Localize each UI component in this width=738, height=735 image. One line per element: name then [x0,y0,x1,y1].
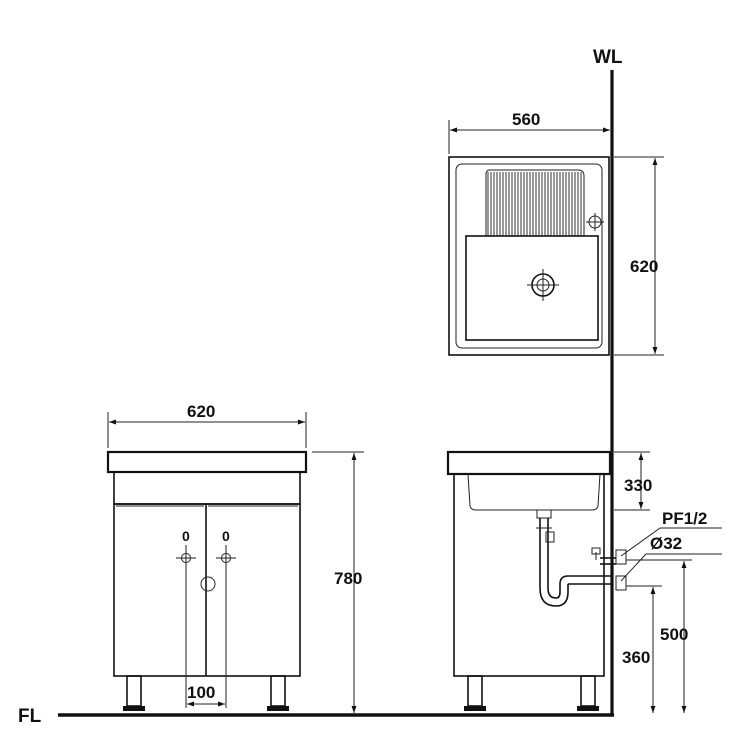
handle-mark-right: 0 [222,528,230,544]
supply-label: PF1/2 [662,509,707,528]
floor-label: FL [18,706,42,727]
handle-spacing-value: 100 [187,683,215,702]
washboard-ribs [487,172,582,236]
front-view-cabinet [106,450,308,711]
basin-depth-dimension [614,451,650,511]
side-view-cabinet [446,450,612,711]
handle-mark-left: 0 [182,528,190,544]
top-width-value: 560 [512,110,540,129]
top-width-dimension [448,120,610,154]
top-depth-value: 620 [630,257,658,276]
front-height-dimension [312,451,364,713]
top-depth-dimension [614,156,664,356]
drain-label: Ø32 [650,534,682,553]
top-view-basin [448,156,610,356]
basin-depth-value: 330 [624,476,652,495]
supply-height-value: 500 [660,625,688,644]
supply-leader [620,527,722,557]
drain-leader [620,553,722,582]
drain-height-dimension [626,585,662,713]
front-width-value: 620 [187,402,215,421]
supply-height-dimension [626,559,692,713]
front-height-value: 780 [334,569,362,588]
wall-label: WL [593,47,623,68]
drain-trap [536,509,627,607]
front-width-dimension [107,412,307,448]
drain-height-value: 360 [622,648,650,667]
supply-valve [591,547,627,565]
